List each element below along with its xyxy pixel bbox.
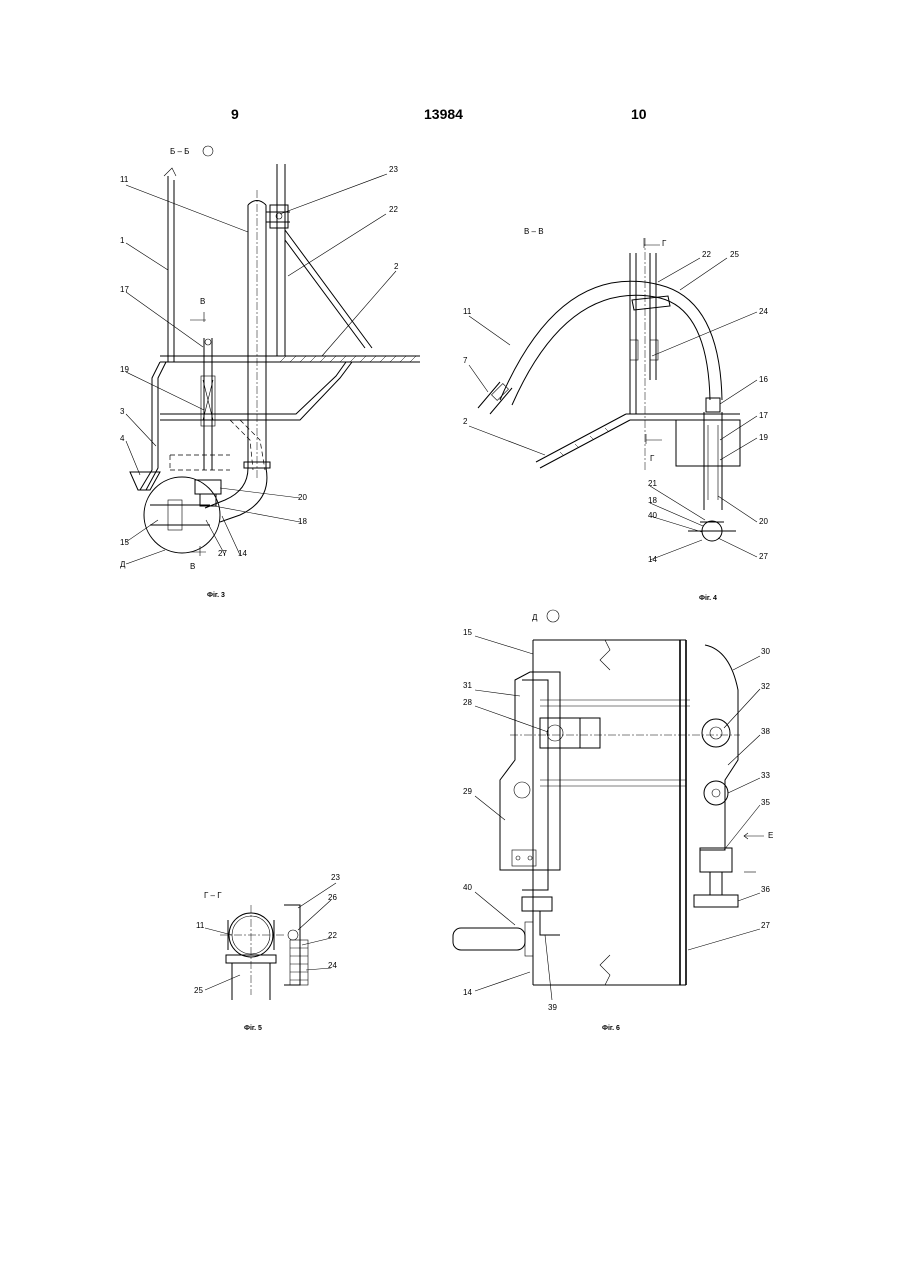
fig6-section-label: Д: [532, 613, 538, 622]
figure-4: В – В Г Г: [463, 227, 768, 602]
fig6-callout-32: 32: [761, 682, 770, 691]
fig6-handle: [453, 928, 525, 950]
fig6-callout-36: 36: [761, 885, 770, 894]
fig4-callout-17: 17: [759, 411, 768, 420]
fig6-callout-14: 14: [463, 988, 472, 997]
fig6-callout-15: 15: [463, 628, 472, 637]
fig5-callout-24: 24: [328, 961, 337, 970]
fig5-section-label: Г – Г: [204, 891, 222, 900]
fig4-callout-24: 24: [759, 307, 768, 316]
fig6-callout-27: 27: [761, 921, 770, 930]
fig6-callout-40: 40: [463, 883, 472, 892]
fig6-left-clamp: [500, 672, 560, 870]
fig3-callout-20: 20: [298, 493, 307, 502]
fig6-callout-35: 35: [761, 798, 770, 807]
fig3-callout-2: 2: [394, 262, 399, 271]
fig3-callout-22: 22: [389, 205, 398, 214]
fig6-callout-39: 39: [548, 1003, 557, 1012]
figure-6: Д: [453, 610, 773, 1032]
fig4-callout-40: 40: [648, 511, 657, 520]
fig5-callout-26: 26: [328, 893, 337, 902]
fig6-callout-28: 28: [463, 698, 472, 707]
fig4-callout-16: 16: [759, 375, 768, 384]
fig4-callout-27: 27: [759, 552, 768, 561]
fig4-posts: [630, 253, 656, 414]
fig5-callout-25: 25: [194, 986, 203, 995]
fig4-callout-20: 20: [759, 517, 768, 526]
fig4-callout-14: 14: [648, 555, 657, 564]
fig5-caption: Фіг. 5: [244, 1024, 262, 1032]
fig6-caption: Фіг. 6: [602, 1024, 620, 1032]
fig3-callout-14: 14: [238, 549, 247, 558]
fig3-callout-1: 1: [120, 236, 125, 245]
fig3-callout-D: Д: [120, 560, 126, 569]
fig6-main-tube: [533, 640, 686, 985]
fig6-callout-38: 38: [761, 727, 770, 736]
fig6-callout-33: 33: [761, 771, 770, 780]
fig3-callout-4: 4: [120, 434, 125, 443]
fig4-callout-11: 11: [463, 307, 472, 316]
fig4-caption: Фіг. 4: [699, 594, 717, 602]
fig4-view-mark-top: Г: [662, 239, 667, 248]
fig4-section-label: В – В: [524, 227, 544, 236]
figure-3: Б – Б: [120, 146, 420, 599]
fig3-rod: [204, 338, 212, 470]
fig6-right-clamp: [700, 645, 738, 850]
fig3-callout-3: 3: [120, 407, 125, 416]
fig3-view-mark-bottom: В: [190, 562, 195, 571]
fig4-callout-2: 2: [463, 417, 468, 426]
fig4-deck: [536, 414, 630, 468]
fig3-callout-11: 11: [120, 175, 129, 184]
fig4-view-mark-bottom: Г: [650, 454, 655, 463]
fig3-view-mark-top: В: [200, 297, 205, 306]
fig3-callout-18: 18: [298, 517, 307, 526]
fig3-housing: [140, 362, 166, 490]
fig3-section-label: Б – Б: [170, 147, 189, 156]
fig3-section-circle: [203, 146, 213, 156]
fig4-callout-22: 22: [702, 250, 711, 259]
fig6-view-mark: Е: [768, 831, 773, 840]
fig5-callout-22: 22: [328, 931, 337, 940]
fig5-callout-11: 11: [196, 921, 205, 930]
fig4-callout-19: 19: [759, 433, 768, 442]
fig4-valve-tube: [704, 412, 722, 510]
fig3-wall: [168, 176, 174, 362]
fig5-callout-23: 23: [331, 873, 340, 882]
fig3-callout-17: 17: [120, 285, 129, 294]
figure-5: Г – Г 23 26 11 22 24 25: [194, 873, 340, 1032]
fig5-bracket: [284, 905, 300, 985]
fig3-callout-15: 15: [120, 538, 129, 547]
fig4-callout-25: 25: [730, 250, 739, 259]
fig6-callout-31: 31: [463, 681, 472, 690]
fig3-callout-19: 19: [120, 365, 129, 374]
fig3-post: [277, 164, 285, 356]
fig4-callout-18: 18: [648, 496, 657, 505]
fig6-callout-29: 29: [463, 787, 472, 796]
fig3-callout-27: 27: [218, 549, 227, 558]
fig6-callout-30: 30: [761, 647, 770, 656]
fig3-caption: Фіг. 3: [207, 591, 225, 599]
fig4-callout-7: 7: [463, 356, 468, 365]
fig3-callout-23: 23: [389, 165, 398, 174]
fig4-callout-21: 21: [648, 479, 657, 488]
